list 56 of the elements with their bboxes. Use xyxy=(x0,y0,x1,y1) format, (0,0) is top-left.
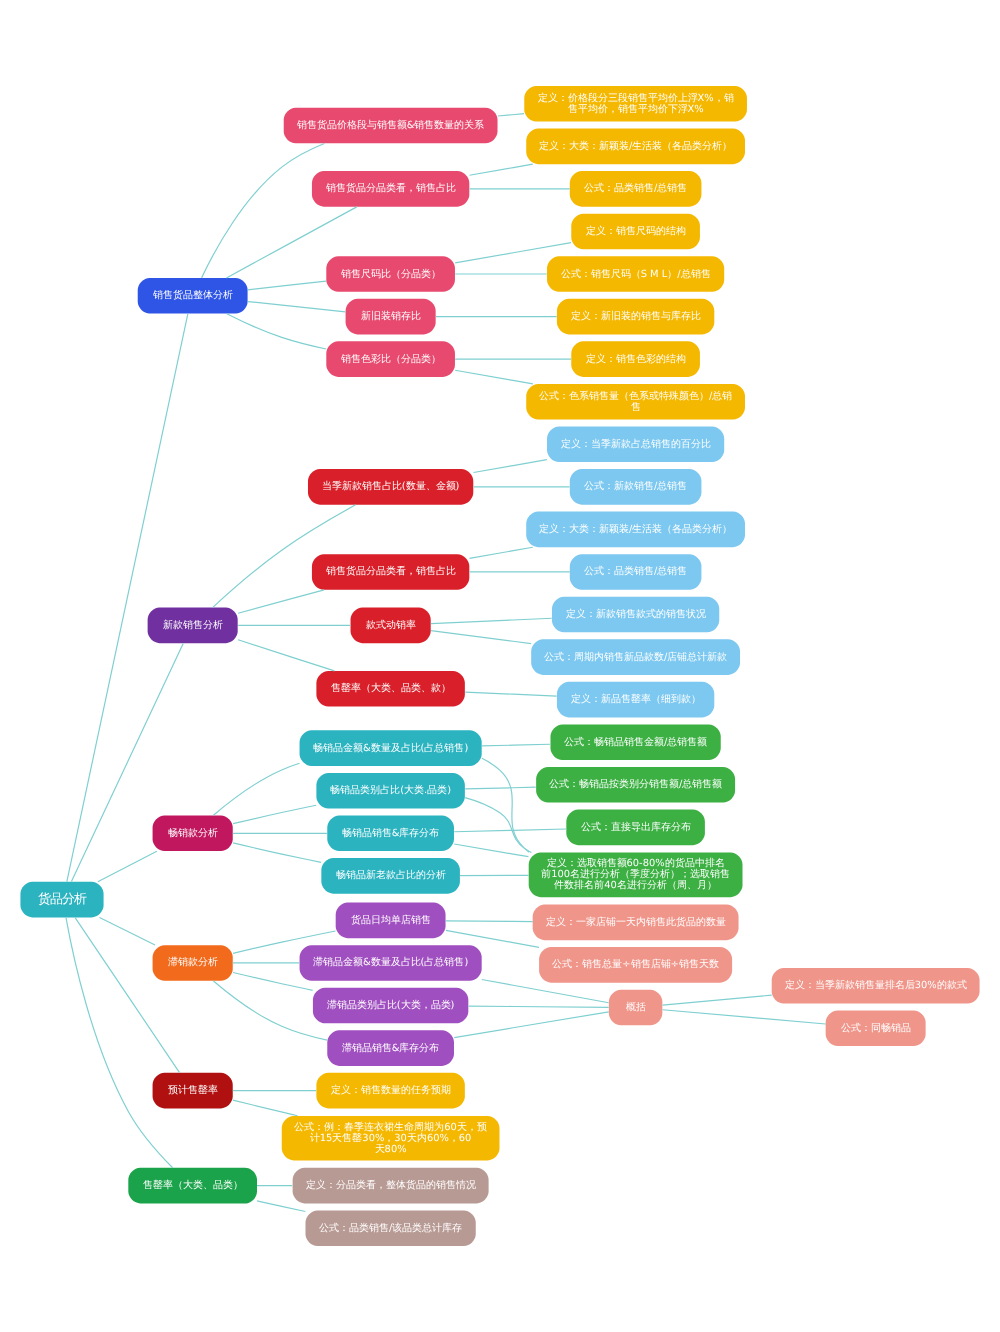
connector xyxy=(468,188,571,190)
connector xyxy=(468,571,571,573)
connector xyxy=(481,978,610,1004)
connector xyxy=(237,639,336,672)
connector xyxy=(453,828,567,833)
connector xyxy=(212,980,328,1041)
connector xyxy=(212,504,357,608)
connector xyxy=(481,757,530,853)
connector xyxy=(247,300,346,313)
connector xyxy=(464,786,537,790)
connector xyxy=(97,850,158,883)
connector xyxy=(497,113,525,117)
connector xyxy=(459,874,530,877)
connector xyxy=(232,1090,317,1092)
connector xyxy=(201,142,325,279)
connector xyxy=(232,1099,298,1117)
connector xyxy=(430,629,532,645)
connector xyxy=(445,929,540,948)
connector xyxy=(226,313,327,350)
connector xyxy=(661,1009,827,1025)
connector xyxy=(256,1185,293,1187)
connector xyxy=(435,316,558,318)
connector xyxy=(430,617,553,625)
connector xyxy=(481,743,551,747)
connector xyxy=(464,691,558,697)
connector xyxy=(232,971,314,991)
connector xyxy=(237,589,325,614)
connector xyxy=(212,762,301,816)
connector xyxy=(247,280,327,291)
connector xyxy=(468,546,534,559)
connector xyxy=(454,358,572,360)
connector xyxy=(66,313,189,883)
connector xyxy=(453,843,529,858)
connector xyxy=(453,1011,610,1039)
connector xyxy=(464,797,532,854)
connector xyxy=(237,624,351,626)
connector xyxy=(454,242,572,264)
connector xyxy=(445,920,534,923)
connector xyxy=(454,369,534,385)
connector xyxy=(74,917,181,1074)
connector xyxy=(232,804,317,825)
connector xyxy=(661,994,773,1006)
connector xyxy=(232,962,301,964)
connector xyxy=(225,206,358,279)
connector xyxy=(232,832,328,834)
connector xyxy=(65,917,174,1169)
connector xyxy=(232,930,337,954)
connector xyxy=(472,459,548,474)
connector xyxy=(467,1005,610,1008)
connector xyxy=(232,842,322,863)
connector xyxy=(256,1200,306,1213)
connector xyxy=(70,642,184,883)
connector xyxy=(472,486,571,488)
connector xyxy=(468,163,534,176)
connector xyxy=(98,917,156,946)
connector xyxy=(454,273,548,275)
